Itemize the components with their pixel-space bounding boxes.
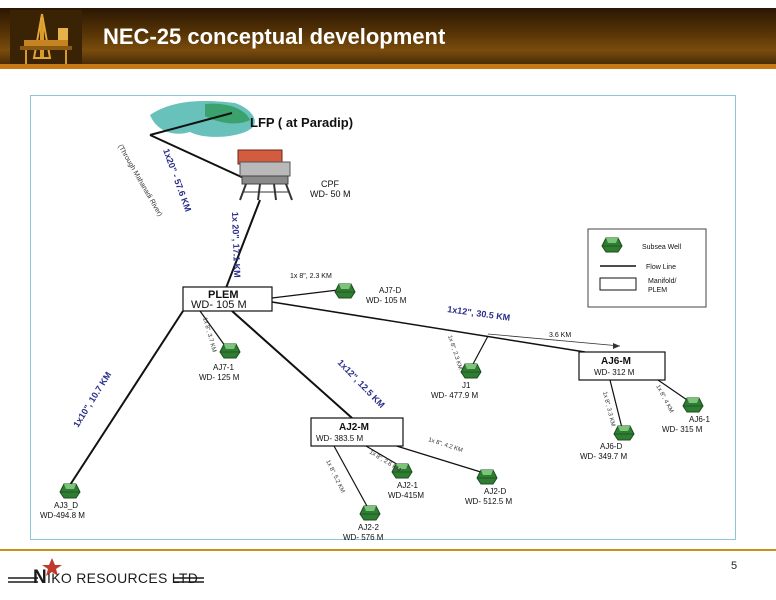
company-logo-text: NIKO RESOURCES LTD: [33, 567, 198, 589]
well-aj61-depth: WD- 315 M: [662, 425, 703, 434]
flowline-plem-aj6m: [271, 301, 586, 353]
flowline-plem-aj7d: [271, 289, 339, 299]
well-aj6d-name: AJ6-D: [600, 442, 622, 451]
well-aj2d-name: AJ2-D: [484, 487, 506, 496]
flowline-plem-aj6m-label: 1x12", 30.5 KM: [447, 304, 511, 323]
legend-manifold-swatch: [599, 277, 637, 291]
flowline-aj2m-aj2d: [389, 443, 485, 474]
well-aj2d-icon: [476, 469, 498, 485]
well-aj61-name: AJ6-1: [689, 415, 710, 424]
flowline-aj2m-aj22: [333, 445, 369, 509]
well-aj3d-depth: WD-494.8 M: [40, 511, 85, 520]
aj6m-depth: WD- 312 M: [594, 368, 635, 377]
well-j1-icon: [460, 363, 482, 379]
flowline-plem-aj7d-label: 1x 8", 2.3 KM: [290, 273, 332, 280]
pipeline-shore-route: (Through Mahanadi River): [116, 144, 163, 218]
niko-logo: [8, 558, 204, 583]
plem-name: PLEM: [208, 289, 239, 301]
lfp-label: LFP ( at Paradip): [250, 115, 353, 130]
plem-box: [182, 286, 273, 312]
aj6m-box: [578, 351, 666, 381]
title-banner-underline: [0, 64, 776, 69]
flowline-aj6m-aj6d-label: 1x 8", 3.3 KM: [601, 391, 615, 427]
well-aj7d-depth: WD- 105 M: [366, 296, 407, 305]
aj2m-box: [310, 417, 404, 447]
legend-flow-line: Flow Line: [646, 264, 676, 271]
flowline-cpf-plem: [225, 199, 261, 289]
well-aj22-depth: WD- 576 M: [343, 533, 384, 542]
aj2m-depth: WD- 383.5 M: [316, 434, 363, 443]
aj2m-name: AJ2-M: [339, 422, 369, 433]
well-j1-depth: WD- 477.9 M: [431, 391, 478, 400]
well-aj2d-depth: WD- 512.5 M: [465, 497, 512, 506]
well-aj21-name: AJ2-1: [397, 481, 418, 490]
pipeline-cpf-plem-label: 1x 20", 17.1 KM: [230, 212, 242, 278]
well-aj71-icon: [219, 343, 241, 359]
flowline-aj2m-aj2d-label: 1x 8", 4.2 KM: [427, 437, 463, 454]
logo-rest: IKO RESOURCES LTD: [47, 570, 199, 586]
legend-manifold-line2: PLEM: [648, 287, 667, 294]
flowline-plem-aj2m: [231, 310, 353, 419]
cpf-name: CPF: [321, 179, 340, 189]
well-aj71-depth: WD- 125 M: [199, 373, 240, 382]
page-number: 5: [731, 560, 738, 572]
flowline-j1: [471, 335, 489, 367]
well-aj3d-name: AJ3_D: [54, 501, 78, 510]
well-aj3d-icon: [59, 483, 81, 499]
legend-well-icon: [601, 237, 623, 253]
aj6m-name: AJ6-M: [601, 356, 631, 367]
flowline-aj2m-aj21-label: 1x 8", 2.6 KM: [368, 450, 402, 474]
well-aj22-icon: [359, 505, 381, 521]
pipeline-shore-size: 1x20" - 57.6 KM: [161, 147, 193, 213]
well-aj6d-icon: [613, 425, 635, 441]
title-banner: [0, 8, 776, 68]
well-aj71-name: AJ7-1: [213, 363, 234, 372]
flowline-aj6m-aj6d: [609, 379, 623, 429]
well-aj7d-name: AJ7-D: [379, 286, 401, 295]
well-aj21-depth: WD-415M: [388, 491, 424, 500]
flowline-shore-cpf: [149, 134, 249, 181]
legend: Subsea Well Flow Line Manifold/ PLEM: [587, 228, 707, 308]
flowline-aj2m-aj21: [365, 445, 401, 467]
flowline-plem-aj71-label: 1x 8", 3.7 KM: [201, 317, 217, 353]
well-aj6d-depth: WD- 349.7 M: [580, 452, 627, 461]
flowline-plem-aj3d: [69, 310, 184, 486]
flowline-plem-aj3d-label: 1x10", 10.7 KM: [71, 370, 113, 429]
well-aj22-name: AJ2-2: [358, 523, 379, 532]
legend-manifold-line1: Manifold/: [648, 278, 676, 285]
flowline-aj2m-aj22-label: 1x 8", 5.2 KM: [324, 459, 345, 494]
diagram-frame: [30, 95, 736, 540]
cpf-depth: WD- 50 M: [310, 189, 351, 199]
flowline-plem-aj71: [199, 310, 229, 351]
oil-rig-icon: [10, 10, 82, 64]
footer-divider: [0, 549, 776, 551]
well-j1-name: J1: [462, 381, 471, 390]
flowline-plem-aj2m-label: 1x12", 12.5 KM: [336, 357, 387, 409]
distance-3-6km-label: 3.6 KM: [549, 332, 571, 339]
cpf-platform-icon: [237, 149, 293, 201]
logo-initial: N: [33, 567, 48, 588]
slide-title: NEC-25 conceptual development: [103, 24, 446, 49]
flowline-shore-lfp: [149, 112, 233, 136]
well-aj7d-icon: [334, 283, 356, 299]
flowline-j1-label: 1x 8", 2.3 KM: [446, 335, 463, 371]
flowline-aj6m-aj61: [657, 379, 691, 403]
distance-arrow-3-6km: [487, 333, 621, 347]
well-aj61-icon: [682, 397, 704, 413]
legend-subsea-well: Subsea Well: [642, 244, 682, 251]
plem-depth: WD- 105 M: [191, 299, 247, 311]
